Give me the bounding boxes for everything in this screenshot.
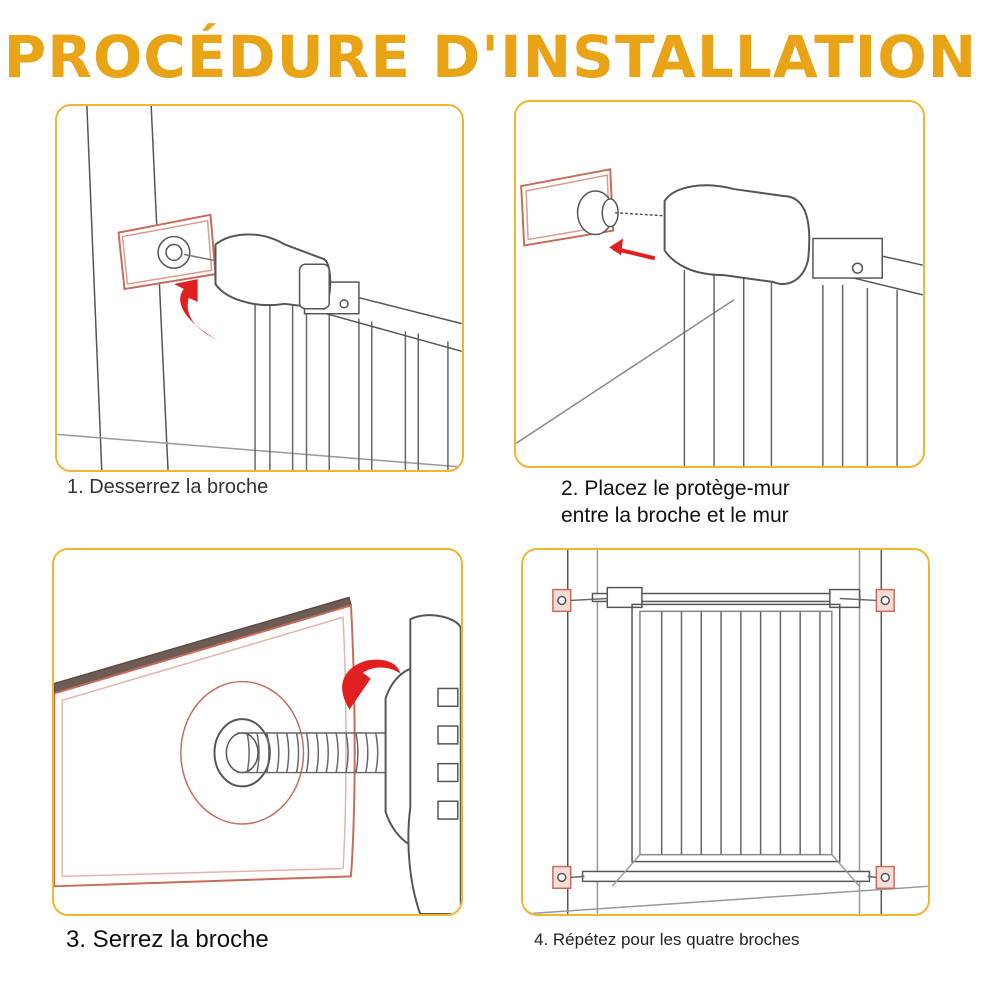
page-title: PROCÉDURE D'INSTALLATION [3, 23, 978, 91]
step-1-caption: 1. Desserrez la broche [67, 476, 269, 498]
step-3-caption: 3. Serrez la broche [66, 926, 269, 953]
step-2-illustration [514, 100, 925, 468]
step-2-caption-line-1: 2. Placez le protège-mur [561, 477, 790, 500]
step-1-illustration [55, 104, 464, 472]
step-2-caption-line-2: entre la broche et le mur [561, 504, 789, 527]
step-4-illustration [521, 548, 930, 916]
step-4-caption: 4. Répétez pour les quatre broches [534, 930, 800, 949]
step-2-caption: 2. Placez le protège-mur entre la broche… [561, 475, 921, 529]
step-3-illustration [52, 548, 463, 916]
